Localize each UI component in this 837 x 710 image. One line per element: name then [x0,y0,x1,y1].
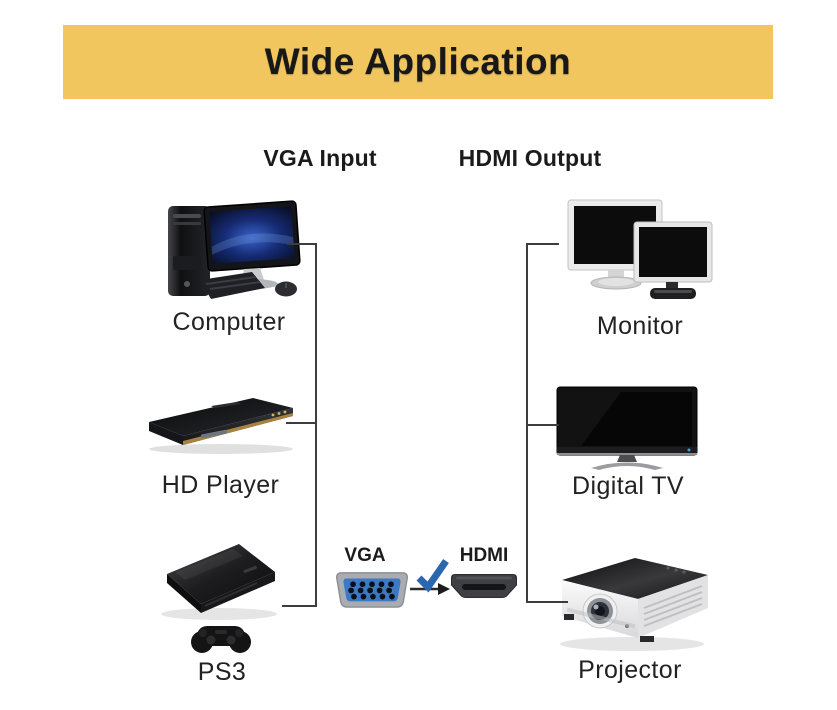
computer-image [154,196,304,306]
title-banner: Wide Application [63,25,773,99]
device-cell-hd-player: HD Player [138,388,303,500]
vga-connector-icon [331,570,413,608]
hd-player-image [141,388,301,458]
left-bracket-vertical-line [315,243,317,607]
device-label-ps3: PS3 [197,658,247,686]
right-stub-projector-line [527,601,568,603]
vga-connector-label: VGA [344,545,386,566]
monitor-image [560,196,720,308]
hdmi-output-heading: HDMI Output [458,145,602,171]
digital-tv-image [543,384,713,470]
device-label-computer: Computer [172,308,286,336]
right-stub-digital-tv-line [527,424,559,426]
vga-input-heading: VGA Input [263,145,377,171]
device-label-monitor: Monitor [596,312,684,340]
conversion-arrow-and-checkmark [408,558,456,596]
device-cell-computer: Computer [147,196,311,337]
device-cell-digital-tv: Digital TV [543,384,713,501]
right-stub-monitor-line [527,243,559,245]
device-label-projector: Projector [578,656,682,684]
device-cell-ps3: PS3 [147,534,297,687]
device-cell-projector: Projector [540,548,720,685]
right-bracket-vertical-line [526,243,528,603]
page-title: Wide Application [264,41,572,82]
left-stub-computer-line [287,243,317,245]
device-cell-monitor: Monitor [558,196,722,341]
device-label-hd-player: HD Player [161,471,280,499]
device-label-digital-tv: Digital TV [572,472,684,500]
checkmark-icon [416,559,449,593]
projector-image [540,548,720,654]
left-stub-ps3-line [282,605,317,607]
hdmi-connector-icon [450,573,518,600]
ps3-image [147,534,297,656]
hdmi-connector-label: HDMI [459,545,509,566]
ps3-controller [191,626,251,653]
left-stub-hd-player-line [286,422,317,424]
